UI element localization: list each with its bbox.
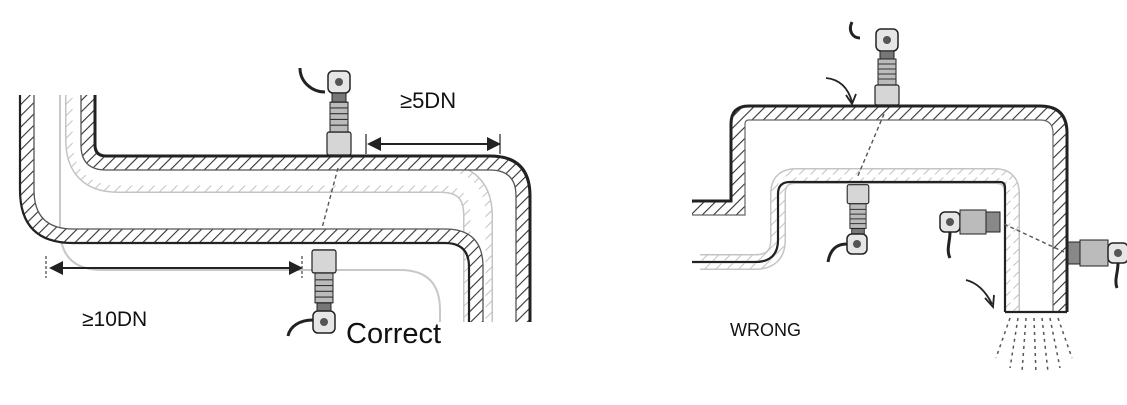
correct-caption: Correct xyxy=(346,318,442,350)
wrong-top-sensor-icon xyxy=(848,21,900,106)
correct-signal-path xyxy=(321,167,339,229)
downstream-distance-label: ≥5DN xyxy=(400,88,457,113)
upstream-distance-label: ≥10DN xyxy=(82,308,148,331)
wrong-caption: WRONG xyxy=(730,320,801,340)
water-spray xyxy=(995,317,1073,375)
wrong-pipe-front xyxy=(692,104,1069,314)
wrong-left-side-sensor-icon xyxy=(939,209,1001,259)
correct-top-sensor-icon xyxy=(298,67,352,156)
wrong-installation xyxy=(692,21,1127,375)
wrong-pointer-arrows xyxy=(825,77,995,310)
correct-pipe-front xyxy=(18,95,532,322)
correct-pipe-back xyxy=(59,95,493,322)
correct-installation xyxy=(18,67,532,337)
wrong-inner-sensor-icon xyxy=(826,184,870,263)
wrong-right-side-sensor-icon xyxy=(1067,239,1127,289)
correct-bottom-sensor-icon xyxy=(286,249,337,337)
